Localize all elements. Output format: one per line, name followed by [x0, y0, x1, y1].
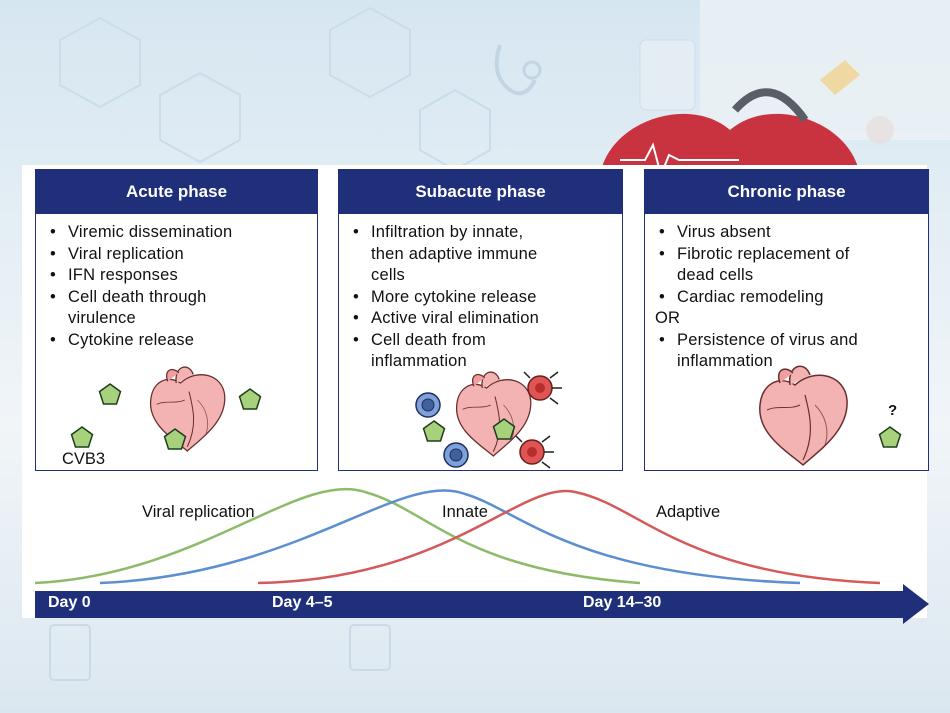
innate-curve [99, 489, 801, 585]
subacute-phase-list: Infiltration by innate,then adaptive imm… [339, 222, 622, 373]
innate-label: Innate [442, 503, 488, 521]
phase-list-item: inflammation [677, 352, 773, 370]
phase-list-item: Infiltration by innate, [349, 222, 618, 244]
viral-replication-curve [34, 487, 641, 585]
phase-list-item: inflammation [371, 352, 467, 370]
phase-list-item: cells [371, 266, 406, 284]
adaptive-label: Adaptive [656, 503, 721, 521]
phase-list-item: dead cells [677, 266, 754, 284]
phase-list-item: IFN responses [46, 265, 313, 287]
adaptive-curve [257, 489, 881, 585]
phase-list-item: then adaptive immune [371, 244, 538, 263]
phase-list-item: Virus absent [655, 222, 924, 244]
chronic-phase-title: Chronic phase [645, 170, 928, 214]
virus-label: CVB3 [62, 450, 106, 468]
acute-phase-box: Acute phase Viremic disseminationViral r… [35, 169, 318, 471]
phase-list-item: Active viral elimination [349, 308, 618, 330]
unknown-virus-marker: ? [888, 402, 898, 419]
phase-list-item: Viremic dissemination [46, 222, 313, 244]
phase-list-item: Fibrotic replacement of [655, 244, 924, 266]
phase-list-item: Cytokine release [46, 330, 313, 352]
chronic-heart-illustration [759, 365, 848, 466]
phase-list-item: OR [655, 309, 681, 327]
phase-list-item: virulence [68, 309, 136, 327]
subacute-heart-illustration [455, 371, 532, 457]
phase-list-item: Cardiac remodeling [655, 287, 924, 309]
acute-phase-title: Acute phase [36, 170, 317, 214]
phase-list-item: Cell death from [349, 330, 618, 352]
phase-list-item: Viral replication [46, 244, 313, 266]
timeline-arrow-icon [903, 584, 929, 624]
acute-phase-list: Viremic disseminationViral replicationIF… [36, 222, 317, 351]
acute-heart-illustration [149, 366, 226, 452]
phase-list-item: More cytokine release [349, 287, 618, 309]
virus-icon [878, 426, 902, 448]
phase-list-item: Cell death through [46, 287, 313, 309]
phase-list-item: Persistence of virus and [655, 330, 924, 352]
timeline-day-0: Day 0 [48, 594, 91, 611]
timeline-day-14-30: Day 14–30 [583, 594, 662, 611]
viral-replication-label: Viral replication [142, 503, 255, 521]
timeline-day-4-5: Day 4–5 [272, 594, 333, 611]
timeline-bar [35, 591, 905, 618]
subacute-phase-title: Subacute phase [339, 170, 622, 214]
chronic-phase-list: Virus absentFibrotic replacement ofdead … [645, 222, 928, 373]
